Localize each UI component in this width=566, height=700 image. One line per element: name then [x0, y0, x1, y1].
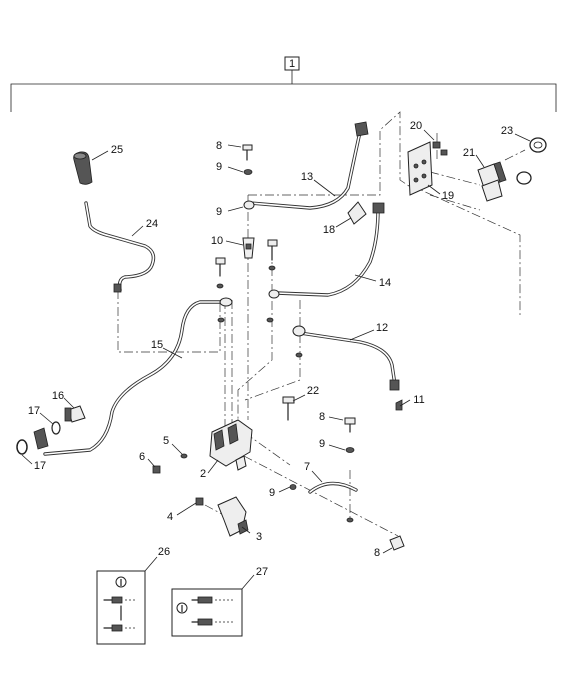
- svg-text:17: 17: [34, 460, 46, 472]
- hydraulic-line-12: [292, 325, 400, 391]
- mounting-plate: [407, 141, 433, 196]
- callout-9-d: 9: [269, 486, 291, 499]
- svg-text:26: 26: [158, 546, 170, 558]
- hydraulic-line-15: [33, 297, 233, 456]
- callout-22: 22: [292, 385, 319, 402]
- bolts-20: [432, 141, 448, 156]
- control-valve: [209, 419, 253, 471]
- svg-text:15: 15: [151, 339, 163, 351]
- callout-25: 25: [91, 144, 123, 161]
- callout-2: 2: [200, 459, 219, 480]
- assembly-bracket: 1: [10, 56, 557, 112]
- callout-9-b: 9: [216, 206, 244, 218]
- clamp-bracket: [347, 201, 367, 225]
- info-circle-icon: [176, 602, 188, 614]
- svg-text:9: 9: [269, 487, 275, 499]
- callout-19: 19: [427, 184, 454, 202]
- dust-cap-23: [516, 137, 547, 185]
- callout-3: 3: [241, 526, 262, 543]
- alignment-lines: [117, 111, 526, 537]
- hydraulic-line-13: [243, 121, 369, 210]
- svg-text:9: 9: [216, 206, 222, 218]
- svg-text:21: 21: [463, 147, 475, 159]
- callout-23: 23: [501, 125, 531, 142]
- hydraulic-line-14: [268, 202, 385, 299]
- callout-10: 10: [211, 235, 244, 247]
- quick-coupler-21: [477, 161, 507, 202]
- svg-text:7: 7: [304, 461, 310, 473]
- svg-text:11: 11: [413, 394, 424, 406]
- callouts: 2 3 4 5 6 7 8 8: [21, 120, 531, 559]
- svg-text:18: 18: [323, 224, 335, 236]
- svg-text:12: 12: [376, 322, 388, 334]
- callout-8-bottom: 8: [374, 547, 393, 559]
- svg-text:24: 24: [146, 218, 158, 230]
- callout-14: 14: [354, 274, 391, 289]
- detail-box-27: 27: [171, 566, 268, 637]
- clamp-7: [308, 481, 358, 494]
- mounting-bracket: [217, 496, 249, 537]
- svg-text:8: 8: [216, 140, 222, 152]
- callout-9-a: 9: [216, 161, 244, 173]
- callout-15: 15: [151, 339, 183, 359]
- assembly-label: 1: [289, 58, 295, 70]
- callout-9-c: 9: [319, 438, 346, 451]
- control-lever-rod: [84, 201, 156, 293]
- svg-text:16: 16: [52, 390, 64, 402]
- callout-24: 24: [131, 218, 158, 237]
- svg-text:19: 19: [442, 190, 454, 202]
- info-circle-icon: [115, 576, 127, 588]
- svg-text:20: 20: [410, 120, 422, 132]
- callout-11: 11: [399, 394, 425, 407]
- callout-4: 4: [167, 502, 197, 523]
- callout-6: 6: [139, 451, 156, 468]
- callout-8-top: 8: [216, 140, 242, 152]
- svg-text:8: 8: [374, 547, 380, 559]
- svg-text:14: 14: [379, 277, 391, 289]
- svg-text:9: 9: [319, 438, 325, 450]
- svg-text:22: 22: [307, 385, 319, 397]
- svg-text:27: 27: [256, 566, 268, 578]
- callout-8-mid: 8: [319, 411, 344, 423]
- callout-13: 13: [301, 171, 336, 197]
- control-knob: [73, 151, 93, 185]
- detail-box-26: 26: [96, 546, 170, 645]
- fasteners: [152, 144, 405, 551]
- callout-20: 20: [410, 120, 435, 141]
- callout-16: 16: [52, 390, 75, 409]
- o-ring-17: [16, 421, 61, 455]
- svg-text:17: 17: [28, 405, 40, 417]
- svg-text:13: 13: [301, 171, 313, 183]
- svg-text:3: 3: [256, 531, 262, 543]
- svg-text:10: 10: [211, 235, 223, 247]
- svg-text:2: 2: [200, 468, 206, 480]
- svg-text:25: 25: [111, 144, 123, 156]
- callout-18: 18: [323, 217, 352, 236]
- svg-text:5: 5: [163, 435, 169, 447]
- svg-text:9: 9: [216, 161, 222, 173]
- fitting-16: [64, 405, 86, 423]
- callout-5: 5: [163, 435, 183, 455]
- callout-17-bottom: 17: [21, 454, 46, 472]
- callout-7: 7: [304, 461, 323, 483]
- callout-17-top: 17: [28, 405, 54, 425]
- callout-12: 12: [349, 322, 388, 341]
- svg-text:8: 8: [319, 411, 325, 423]
- svg-text:6: 6: [139, 451, 145, 463]
- callout-21: 21: [463, 147, 485, 168]
- svg-text:23: 23: [501, 125, 513, 137]
- svg-text:4: 4: [167, 511, 173, 523]
